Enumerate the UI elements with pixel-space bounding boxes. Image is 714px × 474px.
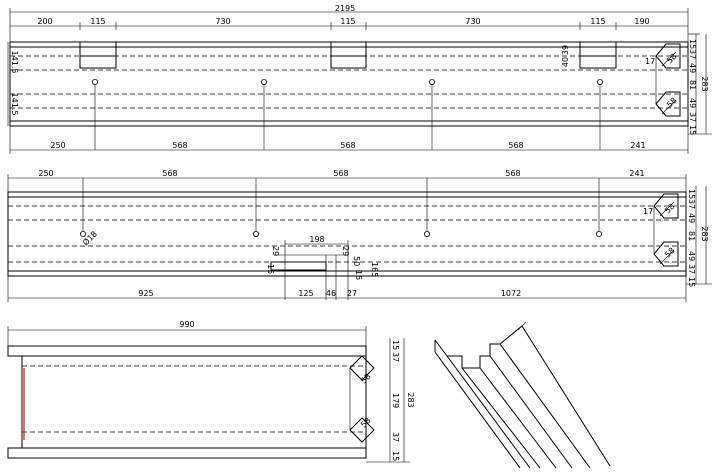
view-2-bottom-elevation: 250 568 568 568 241 Ø18 198 29 29 15 bbox=[7, 169, 712, 302]
v2-bot-46: 46 bbox=[326, 289, 336, 298]
v3-dim-r-37a: 37 bbox=[391, 352, 400, 362]
v1-diamond-17: 17 bbox=[645, 57, 655, 66]
v2-bot-27: 27 bbox=[347, 289, 357, 298]
v1-diamond-58a: 58 bbox=[665, 52, 679, 66]
v2-bot-925: 925 bbox=[138, 289, 153, 298]
v1-bot-568b: 568 bbox=[340, 141, 355, 150]
v1-dim-141-5b: 141.5 bbox=[10, 93, 19, 116]
v2-detail-198: 198 bbox=[309, 235, 324, 244]
v2-top-568c: 568 bbox=[505, 169, 520, 178]
v1-bot-568a: 568 bbox=[172, 141, 187, 150]
v3-dim-r-15b: 15 bbox=[391, 451, 400, 461]
v1-overall-dim: 2195 bbox=[335, 4, 355, 13]
v2-bot-125: 125 bbox=[298, 289, 313, 298]
v2-diamond-58b: 58 bbox=[663, 246, 677, 260]
v2-diamond-58a: 58 bbox=[663, 202, 677, 216]
v1-dim-40: 40 bbox=[561, 57, 570, 67]
v3-diamond-58b: 58 bbox=[359, 416, 373, 430]
v2-dim-283: 283 bbox=[700, 226, 709, 241]
v2-dim-r-49a: 49 bbox=[687, 213, 696, 223]
v2-top-250: 250 bbox=[38, 169, 53, 178]
v2-detail-50: 50 bbox=[352, 256, 361, 266]
view-4-isometric bbox=[434, 321, 611, 469]
v1-bot-250: 250 bbox=[50, 141, 65, 150]
v1-dim-115b: 115 bbox=[340, 17, 355, 26]
v1-dim-r-37a: 37 bbox=[688, 49, 697, 59]
v2-detail-15b: 15 bbox=[354, 270, 363, 280]
v1-dim-r-49a: 49 bbox=[688, 63, 697, 73]
v1-dim-730b: 730 bbox=[465, 17, 480, 26]
v2-dim-r-37b: 37 bbox=[687, 264, 696, 274]
v1-dim-115a: 115 bbox=[90, 17, 105, 26]
v2-dim-r-15a: 15 bbox=[687, 189, 696, 199]
view-1-top-elevation: 2195 200 115 730 115 730 115 190 39 40 bbox=[7, 4, 712, 154]
v2-dim-r-49b: 49 bbox=[687, 251, 696, 261]
v1-dim-r-37b: 37 bbox=[688, 112, 697, 122]
v1-dim-r-15b: 15 bbox=[688, 125, 697, 135]
v1-bot-568c: 568 bbox=[508, 141, 523, 150]
view-3-end-section: 990 58 58 15 37 179 37 15 283 bbox=[7, 320, 415, 463]
v2-dim-r-81: 81 bbox=[687, 231, 696, 241]
v1-diamond-58b: 58 bbox=[665, 96, 679, 110]
v1-dim-283: 283 bbox=[700, 76, 709, 91]
v1-dim-r-15a: 15 bbox=[688, 39, 697, 49]
v2-dim-r-37a: 37 bbox=[687, 199, 696, 209]
v1-dim-190: 190 bbox=[634, 17, 649, 26]
v2-detail-29a: 29 bbox=[271, 246, 280, 256]
v3-dim-283: 283 bbox=[406, 392, 415, 407]
v3-dim-r-15a: 15 bbox=[391, 340, 400, 350]
v3-dim-r-179: 179 bbox=[391, 393, 400, 408]
v1-dim-r-81: 81 bbox=[688, 80, 697, 90]
v3-diamond-58a: 58 bbox=[359, 372, 373, 386]
v2-bot-1072: 1072 bbox=[501, 289, 521, 298]
v3-dim-r-37b: 37 bbox=[391, 432, 400, 442]
v1-dim-115c: 115 bbox=[590, 17, 605, 26]
v1-dim-730a: 730 bbox=[215, 17, 230, 26]
v2-top-568b: 568 bbox=[333, 169, 348, 178]
v2-detail-29b: 29 bbox=[341, 246, 350, 256]
v2-detail-15a: 15 bbox=[266, 264, 275, 274]
v3-dim-990: 990 bbox=[179, 320, 194, 329]
v1-dim-39: 39 bbox=[561, 45, 570, 55]
v2-top-568a: 568 bbox=[162, 169, 177, 178]
v1-bot-241: 241 bbox=[630, 141, 645, 150]
v2-dim-r-15b: 15 bbox=[687, 277, 696, 287]
v1-dim-200: 200 bbox=[37, 17, 52, 26]
v2-detail-165: 165 bbox=[370, 262, 379, 277]
v2-diamond-17: 17 bbox=[643, 207, 653, 216]
v1-dim-141-5a: 141.5 bbox=[10, 51, 19, 74]
v2-top-241: 241 bbox=[629, 169, 644, 178]
v1-dim-r-49b: 49 bbox=[688, 98, 697, 108]
